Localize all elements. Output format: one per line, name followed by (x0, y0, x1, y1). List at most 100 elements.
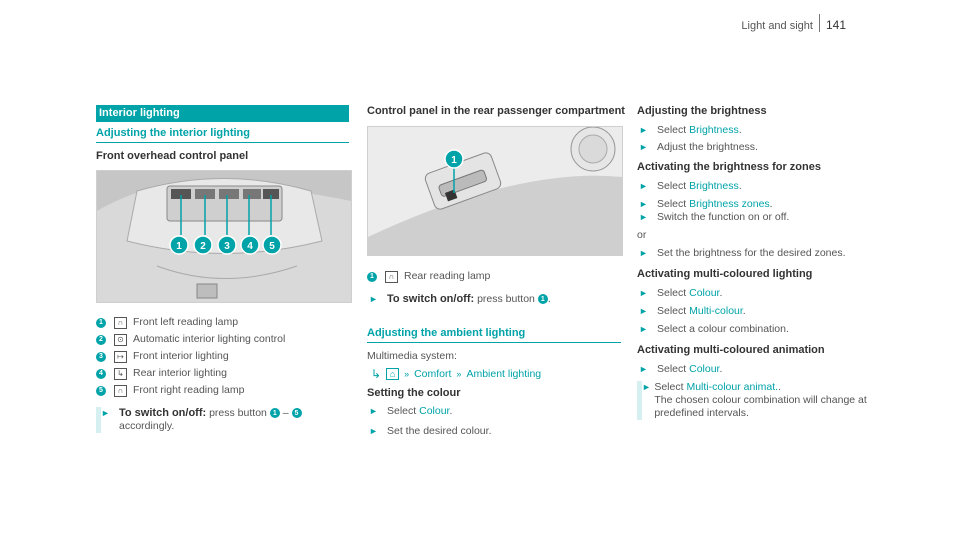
nav-ambient-lighting[interactable]: Ambient lighting (466, 368, 542, 380)
switch-step-middle: ► To switch on/off: press button 1. (367, 293, 551, 306)
step-end: . (738, 180, 742, 192)
step-arrow-icon: ► (639, 306, 648, 316)
step-text2: accordingly. (119, 420, 175, 432)
step-arrow-icon: ► (639, 212, 648, 222)
step-arrow-icon: ► (369, 294, 378, 304)
legend-number: 1 (367, 271, 377, 282)
step-arrow-icon: ► (639, 199, 648, 209)
multi-colour-link[interactable]: Multi-colour (689, 305, 743, 317)
step-arrow-icon: ► (101, 408, 110, 418)
nav-chevron-icon: » (404, 369, 410, 379)
zones-step-3: ► Switch the function on or off. (637, 211, 789, 224)
callout-1: 1 (176, 241, 182, 252)
step-prefix: Select (657, 124, 687, 136)
section-title-bar: Interior lighting (96, 105, 349, 122)
zones-heading: Activating the brightness for zones (637, 161, 821, 173)
zones-step-1: ► Select Brightness. (637, 180, 742, 193)
step-end: . (547, 293, 551, 305)
legend-number: 2 (96, 334, 106, 345)
auto-lighting-icon: ⊙ (114, 333, 127, 346)
reading-lamp-icon: ∩ (114, 316, 127, 329)
brightness-step-1: ► Select Brightness. (637, 124, 742, 137)
animation-step-1: ► Select Colour. (637, 363, 722, 376)
step-text: Set the brightness for the desired zones… (657, 247, 846, 259)
brightness-link[interactable]: Brightness (689, 124, 739, 136)
step-arrow-icon: ► (639, 142, 648, 152)
legend-item-2: 2 ⊙ Automatic interior lighting control (96, 333, 285, 346)
switch-step-left: ► To switch on/off: press button 1 – 5 a… (96, 407, 351, 433)
legend-item-1: 1 ∩ Front left reading lamp (96, 316, 238, 329)
brightness-heading: Adjusting the brightness (637, 105, 767, 117)
step-prefix: Select (657, 363, 687, 375)
step-number-b: 5 (291, 408, 302, 419)
nav-chevron-icon: » (456, 369, 462, 379)
legend-number: 5 (96, 385, 106, 396)
colour-step-2: ► Set the desired colour. (367, 425, 491, 438)
colour-link[interactable]: Colour (689, 363, 720, 375)
nav-comfort[interactable]: Comfort (414, 368, 452, 380)
step-number: 1 (537, 294, 548, 305)
step-end: . (742, 305, 746, 317)
step-arrow-icon: ► (639, 125, 648, 135)
step-arrow-icon: ► (639, 288, 648, 298)
page-number: 141 (825, 18, 846, 32)
front-panel-title: Front overhead control panel (96, 150, 249, 162)
step-arrow-icon: ► (639, 324, 648, 334)
legend-text: Front interior lighting (133, 350, 229, 362)
step-number-a: 1 (269, 408, 280, 419)
multicolour-step-2: ► Select Multi-colour. (637, 305, 746, 318)
front-overhead-panel-image: 1 2 3 4 5 (96, 170, 352, 303)
multimedia-label: Multimedia system: (367, 350, 457, 362)
legend-text: Rear interior lighting (133, 367, 227, 379)
step-end: . (738, 124, 742, 136)
step-arrow-icon: ► (642, 382, 651, 392)
brightness-step-2: ► Adjust the brightness. (637, 141, 758, 154)
legend-number: 4 (96, 368, 106, 379)
step-prefix: Select (657, 287, 687, 299)
colour-link[interactable]: Colour (419, 405, 450, 417)
step-arrow-icon: ► (369, 426, 378, 436)
brightness-link[interactable]: Brightness (689, 180, 739, 192)
subheading-ambient: Adjusting the ambient lighting (367, 327, 621, 343)
step-prefix: Select (657, 305, 687, 317)
legend-item-5: 5 ∩ Front right reading lamp (96, 384, 244, 397)
brightness-zones-link[interactable]: Brightness zones (689, 198, 770, 210)
zones-step-4: ► Set the brightness for the desired zon… (637, 247, 846, 260)
reading-lamp-icon: ∩ (385, 270, 398, 283)
step-text: Set the desired colour. (387, 425, 492, 437)
step-end: . (719, 363, 723, 375)
subheading-interior-lighting: Adjusting the interior lighting (96, 127, 349, 143)
step-end: . (719, 287, 723, 299)
colour-step-1: ► Select Colour. (367, 405, 452, 418)
step-prefix: Select (654, 381, 684, 393)
legend-text: Rear reading lamp (404, 270, 491, 282)
step-text: Adjust the brightness. (657, 141, 758, 153)
front-interior-light-icon: ↦ (114, 350, 127, 363)
multicolour-step-3: ► Select a colour combination. (637, 323, 789, 336)
multi-colour-animation-link[interactable]: Multi-colour animat. (686, 381, 779, 393)
legend-number: 3 (96, 351, 106, 362)
step-text: press button (477, 293, 535, 305)
legend-text: Front right reading lamp (133, 384, 245, 396)
rear-panel-image: 1 (367, 126, 623, 256)
step-text: Select a colour combination. (657, 323, 789, 335)
step-text: Switch the function on or off. (657, 211, 790, 223)
callout-4: 4 (247, 241, 253, 252)
callout-3: 3 (224, 241, 230, 252)
rear-interior-light-icon: ↳ (114, 367, 127, 380)
step-arrow-icon: ► (639, 181, 648, 191)
colour-link[interactable]: Colour (689, 287, 720, 299)
multicolour-heading: Activating multi-coloured lighting (637, 268, 813, 280)
step-arrow-icon: ► (639, 364, 648, 374)
step-prefix: Select (657, 180, 687, 192)
legend-text: Front left reading lamp (133, 316, 239, 328)
nav-path: ↳ ⌂ » Comfort » Ambient lighting (367, 367, 541, 381)
legend-item-3: 3 ↦ Front interior lighting (96, 350, 229, 363)
legend-text: Automatic interior lighting control (133, 333, 286, 345)
step-arrow-icon: ► (639, 248, 648, 258)
legend-number: 1 (96, 317, 106, 328)
zones-step-2: ► Select Brightness zones. (637, 198, 773, 211)
reading-lamp-icon: ∩ (114, 384, 127, 397)
animation-heading: Activating multi-coloured animation (637, 344, 825, 356)
rear-panel-title: Control panel in the rear passenger comp… (367, 105, 625, 117)
